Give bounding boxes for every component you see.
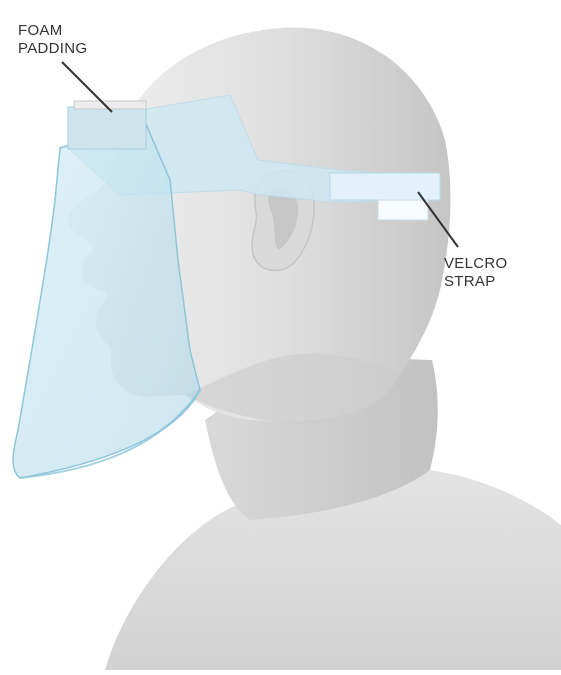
foam-padding-label-line-1: FOAM (18, 22, 87, 40)
velcro-strap-tail (378, 200, 428, 220)
velcro-strap-label: VELCRO STRAP (444, 255, 508, 291)
velcro-strap-label-line-1: VELCRO (444, 255, 508, 273)
velcro-strap-patch (330, 173, 440, 200)
foam-padding-block (68, 107, 146, 149)
velcro-strap-label-line-2: STRAP (444, 273, 508, 291)
foam-padding-label-line-2: PADDING (18, 40, 87, 58)
foam-padding-top (74, 101, 146, 109)
foam-padding-label: FOAM PADDING (18, 22, 87, 58)
